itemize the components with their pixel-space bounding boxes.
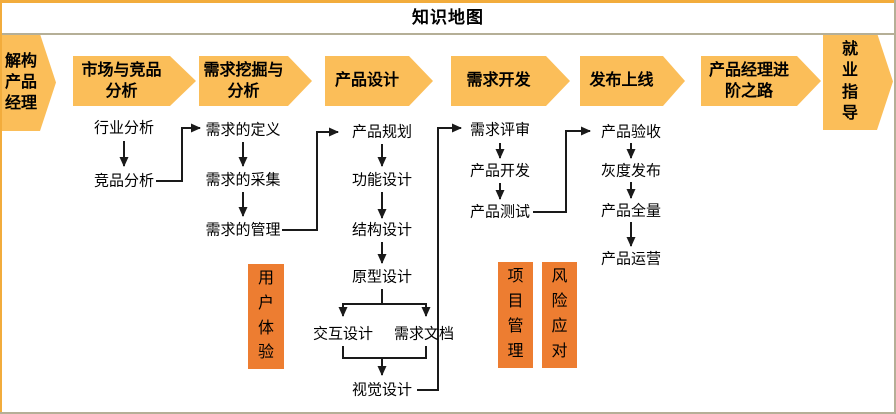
flow-node-2: 竞品分析 bbox=[93, 172, 155, 190]
flow-node-7: 功能设计 bbox=[351, 171, 413, 189]
connector-line-9 bbox=[338, 289, 383, 317]
highlight-box-3: 风 险 应 对 bbox=[542, 262, 577, 368]
flow-node-18: 产品全量 bbox=[600, 202, 662, 220]
connector-line-16 bbox=[533, 126, 591, 213]
connector-line-13 bbox=[417, 123, 462, 391]
flow-node-16: 产品验收 bbox=[600, 123, 662, 141]
flow-node-10: 交互设计 bbox=[312, 325, 374, 343]
flow-node-19: 产品运营 bbox=[600, 250, 662, 268]
connector-line-5 bbox=[282, 127, 339, 231]
flow-node-9: 原型设计 bbox=[351, 268, 413, 286]
flow-node-13: 需求评审 bbox=[469, 121, 531, 139]
stage-chevron-2: 市场与竞品 分析 bbox=[73, 56, 196, 106]
frame-border-left bbox=[0, 0, 2, 414]
flow-node-3: 需求的定义 bbox=[205, 121, 281, 139]
title-separator bbox=[0, 33, 896, 35]
stage-chevron-8: 就 业 指 导 bbox=[823, 33, 893, 130]
stage-chevron-3: 需求挖掘与 分析 bbox=[199, 56, 312, 106]
highlight-box-1: 用 户 体 验 bbox=[248, 264, 284, 369]
connector-line-11 bbox=[342, 346, 427, 359]
page-title: 知识地图 bbox=[412, 8, 484, 27]
frame-border-right bbox=[894, 0, 896, 414]
flow-node-4: 需求的采集 bbox=[205, 171, 281, 189]
flow-node-6: 产品规划 bbox=[351, 123, 413, 141]
flow-node-11: 需求文档 bbox=[393, 325, 455, 343]
flow-node-1: 行业分析 bbox=[93, 119, 155, 137]
stage-chevron-4: 产品设计 bbox=[325, 56, 433, 106]
frame-border-top bbox=[0, 0, 896, 3]
flow-node-14: 产品开发 bbox=[469, 162, 531, 180]
flow-node-17: 灰度发布 bbox=[600, 162, 662, 180]
stage-chevron-6: 发布上线 bbox=[580, 56, 685, 106]
flow-node-15: 产品测试 bbox=[469, 203, 531, 221]
flow-node-5: 需求的管理 bbox=[205, 221, 281, 239]
frame-border-bottom bbox=[0, 412, 896, 414]
stage-chevron-5: 需求开发 bbox=[451, 56, 570, 106]
highlight-box-2: 项 目 管 理 bbox=[498, 262, 533, 368]
flow-node-8: 结构设计 bbox=[351, 221, 413, 239]
stage-chevron-7: 产品经理进 阶之路 bbox=[701, 56, 821, 106]
connector-line-2 bbox=[156, 123, 201, 182]
flow-node-12: 视觉设计 bbox=[351, 381, 413, 399]
connector-line-10 bbox=[382, 303, 431, 317]
